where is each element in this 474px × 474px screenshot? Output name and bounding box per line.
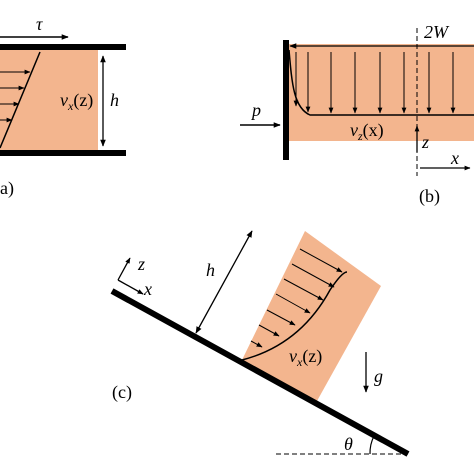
panel-b-pressure-label: p xyxy=(250,100,261,120)
panel-b-tag: (b) xyxy=(419,186,440,207)
panel-b-z-label: z xyxy=(421,132,429,152)
panel-c-angle-label: θ xyxy=(344,434,353,454)
panel-a: τ vx(z) h (a) xyxy=(0,14,126,199)
panel-a-fluid xyxy=(0,50,98,150)
panel-a-velocity-label: vx(z) xyxy=(60,90,93,113)
panel-a-shear-label: τ xyxy=(36,14,43,34)
panel-c-z-axis-arrow xyxy=(117,257,131,281)
panel-c-gravity-label: g xyxy=(374,366,383,386)
panel-c-velocity-profile xyxy=(241,271,348,361)
panel-c: θ z x h vx(z) g (c) xyxy=(110,230,410,457)
panel-c-tag: (c) xyxy=(112,382,132,403)
panel-c-height-arrow xyxy=(195,230,253,334)
panel-c-velocity-arrow xyxy=(258,324,280,337)
panel-b: 2W p vz(x) z x (b) xyxy=(240,22,474,207)
panel-c-velocity-arrow xyxy=(250,340,263,348)
panel-c-velocity-arrow xyxy=(266,309,296,326)
panel-c-x-axis-arrow xyxy=(117,279,144,295)
panel-c-height-label: h xyxy=(206,260,215,280)
panel-c-velocity-arrow xyxy=(299,248,343,273)
panel-a-tag: (a) xyxy=(0,178,14,199)
panel-c-z-label: z xyxy=(137,254,145,274)
panel-c-angle-arc xyxy=(369,435,375,455)
panel-b-x-label: x xyxy=(450,148,459,168)
panel-a-height-label: h xyxy=(110,90,119,110)
panel-c-velocity-arrow xyxy=(291,263,335,288)
panel-c-x-label: x xyxy=(143,279,152,299)
panel-b-velocity-label: vz(x) xyxy=(350,120,384,143)
panel-a-velocity-profile xyxy=(0,51,41,149)
panel-b-width-label: 2W xyxy=(424,22,450,42)
panel-c-incline xyxy=(110,288,410,457)
panel-c-velocity-arrow xyxy=(275,293,311,314)
panel-c-velocity-arrow xyxy=(283,278,324,301)
panel-c-velocity-label: vx(z) xyxy=(289,346,322,369)
